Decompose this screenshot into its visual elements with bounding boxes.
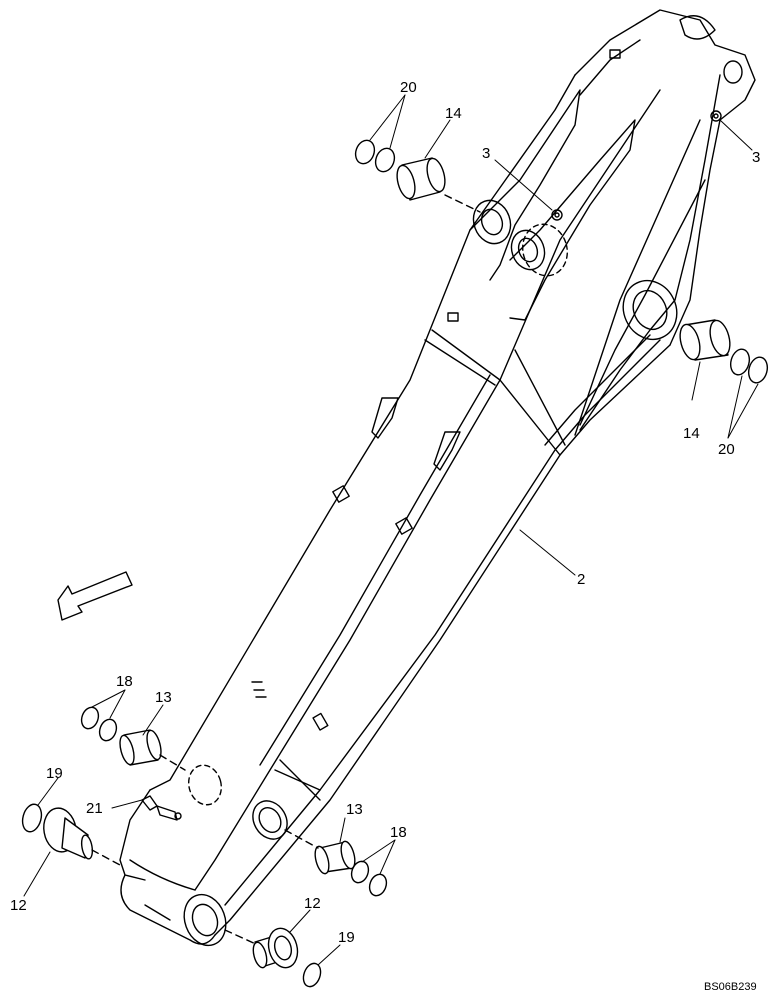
bushing-14-right <box>679 319 731 361</box>
callout-20-top: 20 <box>400 79 417 96</box>
callout-12-bottom: 12 <box>304 895 321 912</box>
bushing-12-bottom <box>252 927 299 969</box>
hardware-parts <box>21 139 769 988</box>
callout-3-top-right: 3 <box>752 149 760 166</box>
bushing-12-left <box>43 807 94 860</box>
callout-19-bottom: 19 <box>338 929 355 946</box>
ring-20a-right <box>729 348 751 376</box>
bushing-13-left <box>119 729 162 766</box>
ring-20a-top <box>354 139 376 165</box>
callout-12-left: 12 <box>10 897 27 914</box>
ring-19-bottom <box>302 962 322 988</box>
callout-21-fitting: 21 <box>86 800 103 817</box>
fitting-21 <box>141 795 182 821</box>
callout-13-left: 13 <box>155 689 172 706</box>
bushing-13-right <box>314 840 356 875</box>
callout-labels: 20 14 3 3 14 20 2 18 13 19 21 12 13 18 1… <box>10 79 760 993</box>
boom-structure <box>119 9 756 947</box>
callout-18-left: 18 <box>116 673 133 690</box>
ring-18b-left <box>98 718 118 742</box>
callout-14-right: 14 <box>683 425 700 442</box>
ring-18b-right <box>368 873 388 897</box>
ring-18a-right <box>350 860 370 884</box>
ring-20b-top <box>374 147 396 173</box>
forward-direction-arrow-icon <box>57 571 133 621</box>
bushing-14-top <box>396 157 446 201</box>
callout-18-right: 18 <box>390 824 407 841</box>
ring-18a-left <box>80 706 100 730</box>
callout-3-bracket: 3 <box>482 145 490 162</box>
callout-19-left: 19 <box>46 765 63 782</box>
callout-13-right: 13 <box>346 801 363 818</box>
ring-19-left <box>21 803 43 833</box>
callout-20-right: 20 <box>718 441 735 458</box>
callout-2-boom: 2 <box>577 571 585 588</box>
drawing-code: BS06B239 <box>704 981 757 993</box>
ring-20b-right <box>747 356 769 384</box>
callout-14-top: 14 <box>445 105 462 122</box>
leader-lines <box>23 94 759 966</box>
